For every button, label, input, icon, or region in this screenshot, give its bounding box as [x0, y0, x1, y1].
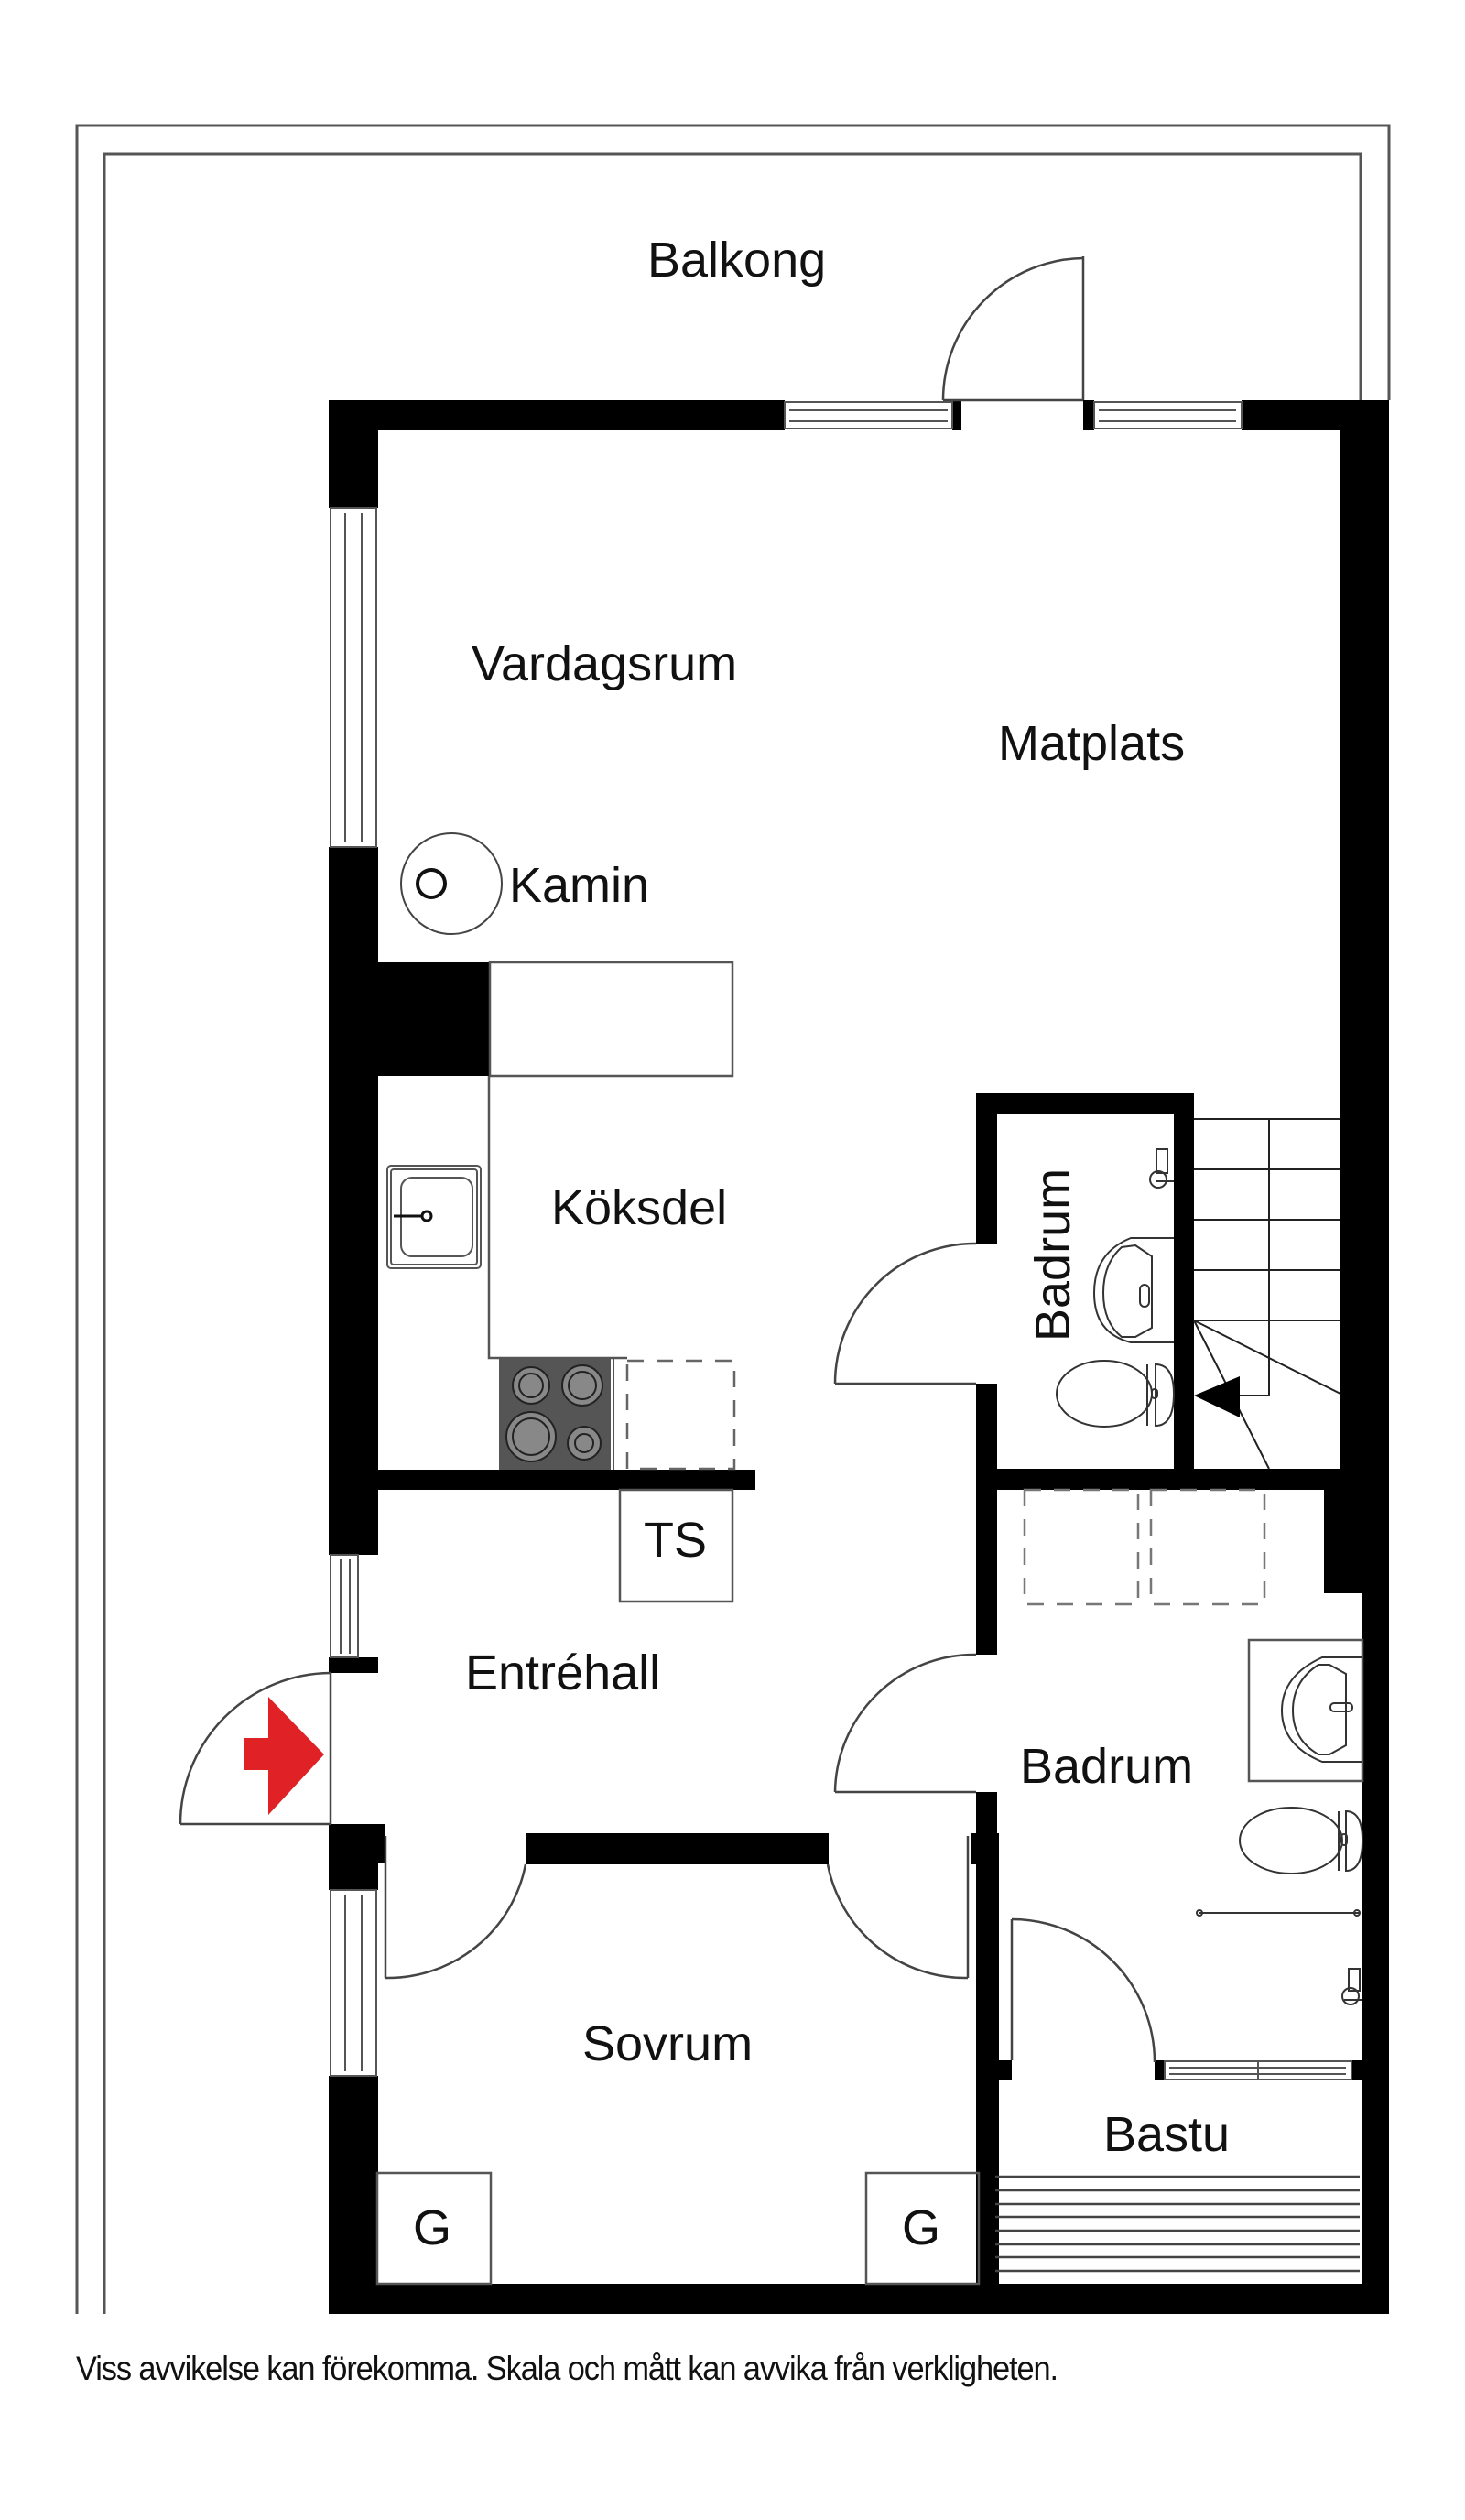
room-label-balkong: Balkong: [647, 233, 826, 288]
room-label-koksdel: Köksdel: [551, 1180, 727, 1235]
window-bedroom-left: [330, 1889, 377, 2077]
room-label-kamin: Kamin: [509, 858, 649, 913]
door-bedroom-right: [826, 1836, 970, 1980]
dryer-placeholder: [1149, 1488, 1266, 1606]
room-label-badrum-small: Badrum: [1026, 1168, 1080, 1341]
windows: [330, 401, 1352, 2080]
dishwasher-placeholder: [625, 1359, 736, 1471]
stairs: [1193, 1118, 1341, 1470]
room-label-vardagsrum: Vardagsrum: [472, 636, 737, 691]
ts-cabinet: [618, 1488, 734, 1603]
vanity-cabinet: [1247, 1638, 1364, 1783]
room-label-entrehall: Entréhall: [465, 1646, 660, 1700]
toilet-icon: [1239, 1807, 1364, 1874]
grab-bar-icon: [1196, 1909, 1361, 1917]
wardrobe-left: [375, 2171, 493, 2286]
entrance-arrow-icon: [244, 1697, 324, 1815]
large-bathroom-fixtures: [1023, 1488, 1364, 2005]
kitchen-counters: [487, 961, 734, 1360]
sauna-bench: [995, 2175, 1360, 2273]
window-top-right: [1093, 401, 1243, 429]
fireplace-icon: [400, 832, 503, 935]
washer-placeholder: [1023, 1488, 1140, 1606]
toilet-icon: [1056, 1360, 1176, 1428]
small-bathroom-fixtures: [1056, 1148, 1176, 1428]
wardrobe-right: [864, 2171, 981, 2286]
door-large-bathroom: [833, 1653, 977, 1794]
door-sauna: [1010, 1917, 1156, 2063]
window-living-left: [330, 507, 377, 848]
stove-icon: [499, 1358, 614, 1470]
wardrobe-left-label: G: [413, 2200, 451, 2255]
disclaimer-text: Viss avvikelse kan förekomma. Skala och …: [76, 2350, 1058, 2387]
washbasin-icon: [1280, 1656, 1362, 1763]
room-label-badrum-large: Badrum: [1020, 1739, 1193, 1794]
balcony-railing: [75, 124, 1391, 2314]
door-small-bathroom: [833, 1242, 977, 1385]
room-label-sovrum: Sovrum: [582, 2016, 753, 2071]
door-bedroom-left: [384, 1836, 527, 1980]
tap-icon: [1149, 1148, 1174, 1189]
window-sauna: [1164, 2060, 1352, 2080]
room-label-matplats: Matplats: [998, 716, 1185, 771]
window-hall-left: [330, 1554, 359, 1658]
stairs-direction-arrow-icon: [1194, 1376, 1240, 1418]
door-balcony: [941, 256, 1085, 402]
walls: [329, 400, 1389, 2314]
tap-icon: [1341, 1968, 1362, 2005]
ts-label: TS: [644, 1513, 707, 1568]
window-top-left: [784, 401, 953, 429]
doors: [179, 256, 1156, 2063]
washbasin-icon: [1092, 1237, 1174, 1343]
room-label-bastu: Bastu: [1103, 2107, 1230, 2162]
door-entrance: [179, 1671, 332, 1826]
sink-icon: [386, 1165, 482, 1269]
wardrobe-right-label: G: [902, 2200, 940, 2255]
